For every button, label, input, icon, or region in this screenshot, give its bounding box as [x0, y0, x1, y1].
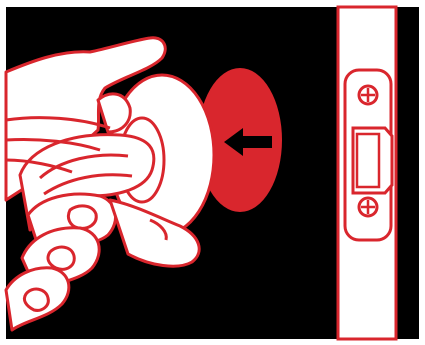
screw-icon — [357, 84, 379, 106]
push-arrow-icon — [224, 128, 272, 156]
screw-icon — [357, 196, 379, 218]
latch-plate-icon — [343, 68, 394, 242]
latch-bolt — [351, 126, 394, 195]
hand-icon — [4, 36, 201, 332]
